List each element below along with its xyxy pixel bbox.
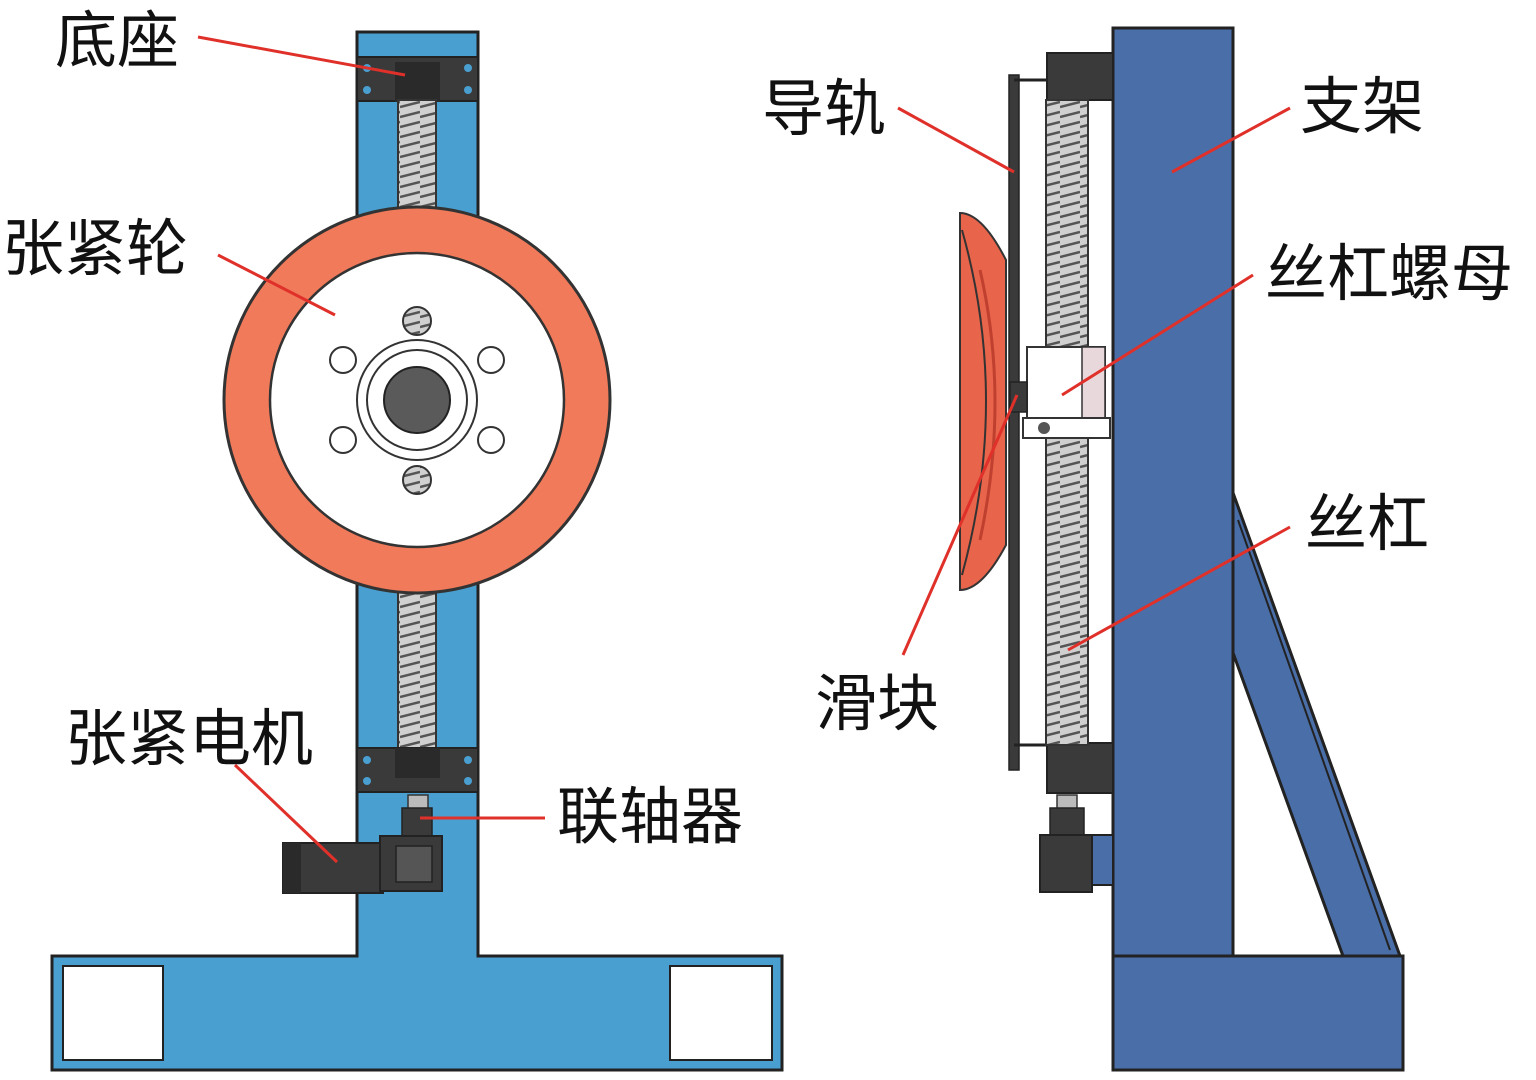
side-bracket xyxy=(1111,26,1235,958)
front-screw-upper xyxy=(397,99,437,226)
labels: 底座 张紧轮 张紧电机 联轴器 导轨 支架 丝杠螺母 丝杠 滑块 xyxy=(2,4,1513,853)
front-screw-lower xyxy=(397,574,437,751)
tension-wheel xyxy=(222,205,612,595)
label-coupling: 联轴器 xyxy=(557,780,743,853)
leader-tension-wheel xyxy=(217,253,336,317)
leader-screw-nut xyxy=(1061,273,1254,397)
side-motor-mount xyxy=(1091,834,1114,886)
side-bottom-bearing xyxy=(1046,742,1114,794)
label-base: 底座 xyxy=(55,4,179,77)
side-coupling xyxy=(1056,794,1078,810)
label-tension-wheel: 张紧轮 xyxy=(2,212,188,285)
front-view xyxy=(50,30,784,1072)
side-guide-rail xyxy=(1008,74,1020,771)
label-slider: 滑块 xyxy=(815,667,939,740)
label-guide-rail: 导轨 xyxy=(762,72,886,145)
label-tension-motor: 张紧电机 xyxy=(65,702,313,775)
base-cutout-left xyxy=(62,965,164,1061)
base-cutout-right xyxy=(669,965,773,1061)
label-bracket: 支架 xyxy=(1300,70,1424,143)
leader-guide-rail xyxy=(897,106,1015,174)
side-view xyxy=(959,26,1405,1072)
leader-bracket xyxy=(1171,106,1291,174)
label-screw-nut: 丝杠螺母 xyxy=(1265,237,1513,310)
top-bearing-base xyxy=(356,56,479,102)
side-coupling-block xyxy=(1049,807,1085,837)
leader-slider xyxy=(901,394,1019,656)
leader-lead-screw xyxy=(1067,525,1291,652)
label-lead-screw: 丝杠 xyxy=(1305,487,1429,560)
leader-tension-motor xyxy=(233,763,339,864)
bottom-bearing-base xyxy=(356,747,479,793)
side-screw-nut xyxy=(1022,346,1111,439)
leader-lines xyxy=(197,35,1291,864)
side-top-bearing xyxy=(1046,52,1114,101)
side-motor xyxy=(1039,834,1093,893)
side-base xyxy=(1111,954,1405,1072)
leader-base xyxy=(197,35,406,77)
tension-motor xyxy=(282,835,443,894)
side-wheel-profile xyxy=(959,211,1007,592)
